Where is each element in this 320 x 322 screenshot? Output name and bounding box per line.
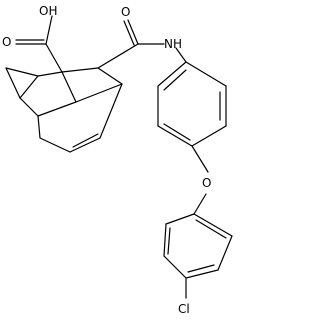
aromatic-inner-bond bbox=[195, 219, 227, 239]
double-bond bbox=[127, 19, 139, 45]
amide-nitrogen-label: NH bbox=[164, 37, 182, 51]
bond bbox=[193, 213, 233, 237]
bond bbox=[75, 83, 123, 103]
bond bbox=[37, 71, 63, 77]
bond bbox=[5, 67, 21, 99]
bond bbox=[99, 83, 123, 139]
ether-linkage: O bbox=[191, 145, 211, 215]
bond bbox=[157, 61, 187, 87]
bond bbox=[61, 71, 77, 103]
bond bbox=[97, 67, 123, 85]
double-bond-inner bbox=[72, 133, 99, 148]
bond bbox=[19, 97, 39, 117]
bond bbox=[19, 75, 39, 99]
bond bbox=[97, 43, 139, 69]
amide-group: O NH bbox=[97, 5, 187, 69]
bond bbox=[61, 67, 99, 73]
aromatic-inner-bond bbox=[187, 264, 215, 273]
bond bbox=[37, 101, 77, 117]
bond bbox=[39, 137, 71, 153]
bond bbox=[191, 125, 227, 147]
ether-oxygen-label: O bbox=[202, 176, 211, 190]
chemical-structure-diagram: OH O O NH O bbox=[2, 4, 233, 316]
acid-carbonyl-oxygen-label: O bbox=[2, 35, 11, 49]
chlorine-label: Cl bbox=[178, 302, 190, 316]
bond bbox=[45, 43, 63, 73]
bond bbox=[185, 61, 227, 87]
bond bbox=[45, 15, 53, 45]
bond bbox=[193, 193, 207, 215]
bond bbox=[175, 47, 187, 63]
chlorophenyl-ring: Cl bbox=[163, 213, 233, 316]
hydroxyl-label: OH bbox=[39, 4, 57, 18]
aromatic-inner-bond bbox=[163, 69, 187, 91]
phenylene-ring bbox=[157, 61, 227, 147]
bond bbox=[157, 125, 193, 147]
bond bbox=[165, 213, 195, 225]
aromatic-inner-bond bbox=[167, 227, 171, 255]
bond bbox=[5, 67, 39, 77]
double-bond bbox=[69, 137, 101, 153]
carboxylic-acid-group: OH O bbox=[2, 4, 63, 73]
bond bbox=[163, 255, 187, 279]
bond bbox=[37, 115, 41, 139]
cyclopropane-ring bbox=[5, 67, 39, 99]
aromatic-inner-bond bbox=[163, 123, 191, 141]
tricyclic-cage bbox=[19, 67, 123, 153]
bond bbox=[163, 223, 167, 257]
bond bbox=[191, 145, 209, 173]
bond bbox=[185, 269, 219, 279]
double-bond-inner bbox=[123, 20, 135, 46]
amide-carbonyl-oxygen-label: O bbox=[121, 5, 130, 19]
bond bbox=[217, 235, 233, 271]
